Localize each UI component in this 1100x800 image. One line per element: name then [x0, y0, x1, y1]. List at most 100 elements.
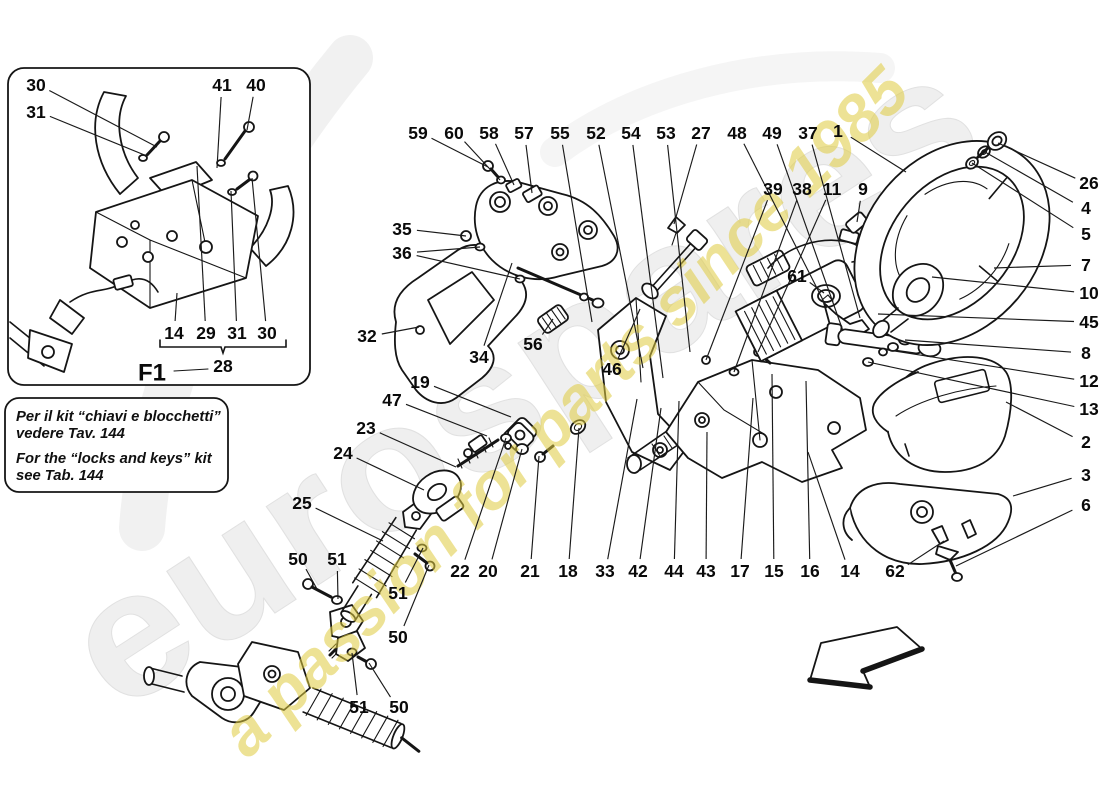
callout-1: 1: [833, 121, 907, 173]
rack-boot-spring: [302, 687, 421, 753]
svg-text:9: 9: [858, 179, 868, 199]
svg-text:4: 4: [1081, 198, 1091, 218]
callout-54: 54: [621, 123, 664, 379]
svg-text:31: 31: [227, 323, 247, 343]
callout-39: 39: [705, 179, 783, 361]
callout-35: 35: [392, 219, 467, 239]
callout-30: 30: [26, 75, 158, 148]
callout-55: 55: [550, 123, 593, 323]
svg-text:50: 50: [288, 549, 308, 569]
svg-text:44: 44: [664, 561, 684, 581]
callout-12: 12: [887, 349, 1099, 391]
callout-26: 26: [997, 142, 1099, 193]
note-box: Per il kit “chiavi e blocchetti” vedere …: [4, 397, 229, 493]
svg-text:20: 20: [478, 561, 498, 581]
callout-58: 58: [479, 123, 515, 186]
callout-34: 34: [469, 262, 513, 367]
steering-rack: [143, 641, 421, 753]
callout-19: 19: [410, 372, 512, 418]
callout-60: 60: [444, 123, 501, 181]
svg-text:57: 57: [514, 123, 533, 143]
svg-text:34: 34: [469, 347, 489, 367]
callout-15: 15: [764, 373, 784, 581]
svg-text:38: 38: [792, 179, 812, 199]
inset-figure-label: F1: [138, 360, 166, 387]
svg-text:43: 43: [696, 561, 716, 581]
svg-text:31: 31: [26, 102, 46, 122]
svg-text:47: 47: [382, 390, 401, 410]
callout-33: 33: [595, 398, 638, 581]
svg-text:37: 37: [798, 123, 817, 143]
callout-59: 59: [408, 123, 489, 168]
callout-44: 44: [664, 400, 684, 581]
svg-text:23: 23: [356, 418, 376, 438]
callout-51: 51: [388, 547, 424, 603]
upper-shroud: [871, 356, 1013, 473]
callout-3: 3: [1012, 465, 1091, 497]
svg-text:14: 14: [840, 561, 860, 581]
svg-text:33: 33: [595, 561, 615, 581]
steering-wheel: [853, 131, 1051, 346]
svg-text:8: 8: [1081, 343, 1091, 363]
svg-text:52: 52: [586, 123, 606, 143]
callout-57: 57: [514, 123, 534, 194]
main-drawing: [143, 131, 1051, 753]
svg-text:27: 27: [691, 123, 710, 143]
svg-text:26: 26: [1079, 173, 1099, 193]
callout-56: 56: [523, 318, 554, 354]
lower-shroud: [842, 482, 1013, 582]
svg-text:48: 48: [727, 123, 747, 143]
callout-14: 14: [807, 451, 860, 581]
svg-text:58: 58: [479, 123, 499, 143]
callout-7: 7: [993, 255, 1091, 275]
svg-text:6: 6: [1081, 495, 1091, 515]
svg-text:25: 25: [292, 493, 312, 513]
callout-22: 22: [450, 437, 507, 581]
callout-17: 17: [730, 397, 754, 581]
callout-32: 32: [357, 326, 420, 346]
svg-text:54: 54: [621, 123, 641, 143]
svg-text:2: 2: [1081, 432, 1091, 452]
svg-text:29: 29: [196, 323, 216, 343]
group-label: 28: [213, 356, 233, 376]
svg-text:16: 16: [800, 561, 820, 581]
callout-9: 9: [856, 179, 868, 223]
callout-46: 46: [602, 308, 641, 379]
intermediate-shaft: [302, 417, 587, 670]
svg-text:7: 7: [1081, 255, 1091, 275]
svg-text:14: 14: [164, 323, 184, 343]
svg-text:32: 32: [357, 326, 377, 346]
svg-text:22: 22: [450, 561, 470, 581]
callout-6: 6: [955, 495, 1091, 567]
support-arm-bracket: [597, 297, 689, 471]
callout-31: 31: [26, 102, 148, 157]
callout-23: 23: [356, 418, 457, 468]
svg-text:56: 56: [523, 334, 543, 354]
direction-arrow-icon: [807, 626, 925, 690]
note-line-en-1: For the “locks and keys” kit: [16, 451, 213, 467]
callout-40: 40: [246, 75, 266, 131]
svg-text:46: 46: [602, 359, 622, 379]
svg-text:55: 55: [550, 123, 570, 143]
svg-text:24: 24: [333, 443, 353, 463]
callout-14: 14: [164, 292, 184, 343]
callout-20: 20: [478, 448, 523, 581]
callout-45: 45: [877, 312, 1099, 332]
callout-42: 42: [628, 407, 662, 581]
callout-48: 48: [727, 123, 828, 309]
svg-text:51: 51: [327, 549, 347, 569]
callout-38: 38: [733, 179, 812, 373]
svg-text:10: 10: [1079, 283, 1099, 303]
svg-text:50: 50: [388, 627, 408, 647]
callout-27: 27: [673, 123, 711, 225]
svg-text:35: 35: [392, 219, 412, 239]
group-brace: [159, 339, 287, 356]
callout-43: 43: [696, 431, 716, 581]
note-line-it-2: vedere Tav. 144: [16, 426, 125, 442]
callout-62: 62: [885, 540, 945, 581]
svg-text:3: 3: [1081, 465, 1091, 485]
svg-text:61: 61: [787, 266, 807, 286]
